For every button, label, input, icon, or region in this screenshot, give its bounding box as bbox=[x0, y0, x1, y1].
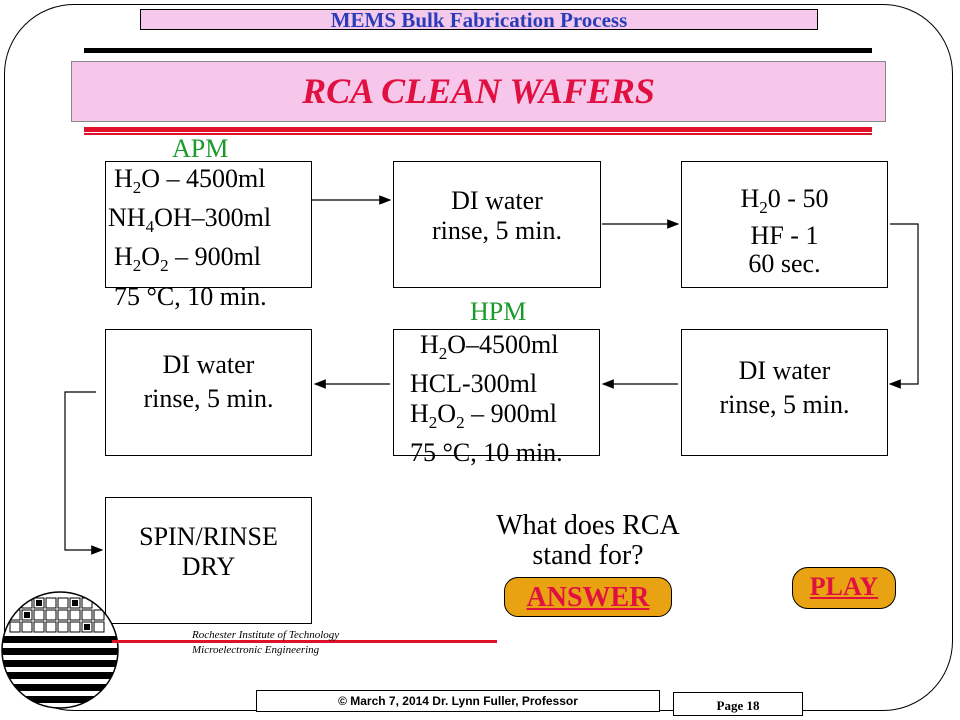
spin-step-box: SPIN/RINSE DRY bbox=[105, 497, 312, 624]
arrow-rinse3-to-spin bbox=[64, 391, 104, 555]
rinse3-line-2: rinse, 5 min. bbox=[143, 384, 274, 413]
footer-red-line bbox=[112, 640, 497, 643]
spin-line-2: DRY bbox=[181, 552, 236, 581]
spin-line-1: SPIN/RINSE bbox=[139, 522, 278, 551]
hf-line-3: 60 sec. bbox=[748, 249, 821, 279]
answer-button[interactable]: ANSWER bbox=[504, 577, 672, 617]
hf-step-box: H20 - 50 HF - 1 60 sec. bbox=[681, 161, 888, 288]
rinse1-line-1: DI water bbox=[451, 186, 543, 215]
rca-question-line-2: stand for? bbox=[532, 540, 644, 571]
hf-line-2: HF - 1 bbox=[750, 221, 819, 251]
header-divider bbox=[84, 48, 872, 53]
rinse3-line-1: DI water bbox=[162, 350, 255, 379]
course-title: MEMS Bulk Fabrication Process bbox=[140, 9, 818, 31]
play-button[interactable]: PLAY bbox=[792, 567, 896, 609]
apm-line-3: H2O2 – 900ml bbox=[114, 242, 262, 276]
institution-name: Rochester Institute of Technology bbox=[192, 629, 340, 641]
hpm-step-box: H2O–4500ml HCL-300ml H2O2 – 900ml 75 °C,… bbox=[393, 329, 600, 467]
apm-line-4: 75 °C, 10 min. bbox=[114, 281, 267, 311]
rinse1-step-box: DI water rinse, 5 min. bbox=[393, 161, 601, 288]
hpm-line-3: H2O2 – 900ml bbox=[410, 399, 558, 433]
apm-line-1: H2O – 4500ml bbox=[114, 164, 266, 198]
hpm-line-1: H2O–4500ml bbox=[420, 330, 559, 364]
rca-question: What does RCA stand for? bbox=[470, 511, 706, 571]
rinse2-step-box: DI water rinse, 5 min. bbox=[681, 329, 888, 456]
apm-label: APM bbox=[172, 134, 229, 163]
slide-title: RCA CLEAN WAFERS bbox=[71, 61, 886, 122]
hpm-line-4: 75 °C, 10 min. bbox=[410, 438, 563, 468]
title-underline bbox=[84, 127, 872, 132]
rinse2-line-2: rinse, 5 min. bbox=[719, 390, 850, 419]
department-name: Microelectronic Engineering bbox=[192, 644, 320, 656]
page-number: Page 18 bbox=[673, 692, 803, 716]
hf-line-1: H20 - 50 bbox=[740, 184, 829, 218]
title-underline-thin bbox=[84, 133, 872, 135]
hpm-label: HPM bbox=[470, 297, 527, 326]
rinse3-step-box: DI water rinse, 5 min. bbox=[105, 329, 312, 456]
hpm-line-2: HCL-300ml bbox=[410, 369, 538, 399]
rca-question-line-1: What does RCA bbox=[496, 510, 680, 541]
institution-footer: Rochester Institute of Technology Microe… bbox=[192, 628, 339, 658]
copyright-box: © March 7, 2014 Dr. Lynn Fuller, Profess… bbox=[256, 690, 660, 712]
rinse1-line-2: rinse, 5 min. bbox=[432, 216, 562, 245]
apm-line-2: NH4OH–300ml bbox=[108, 203, 272, 237]
apm-step-box: H2O – 4500ml NH4OH–300ml H2O2 – 900ml 75… bbox=[105, 161, 312, 311]
arrow-hf-to-rinse2 bbox=[888, 223, 919, 389]
rinse2-line-1: DI water bbox=[738, 356, 831, 385]
